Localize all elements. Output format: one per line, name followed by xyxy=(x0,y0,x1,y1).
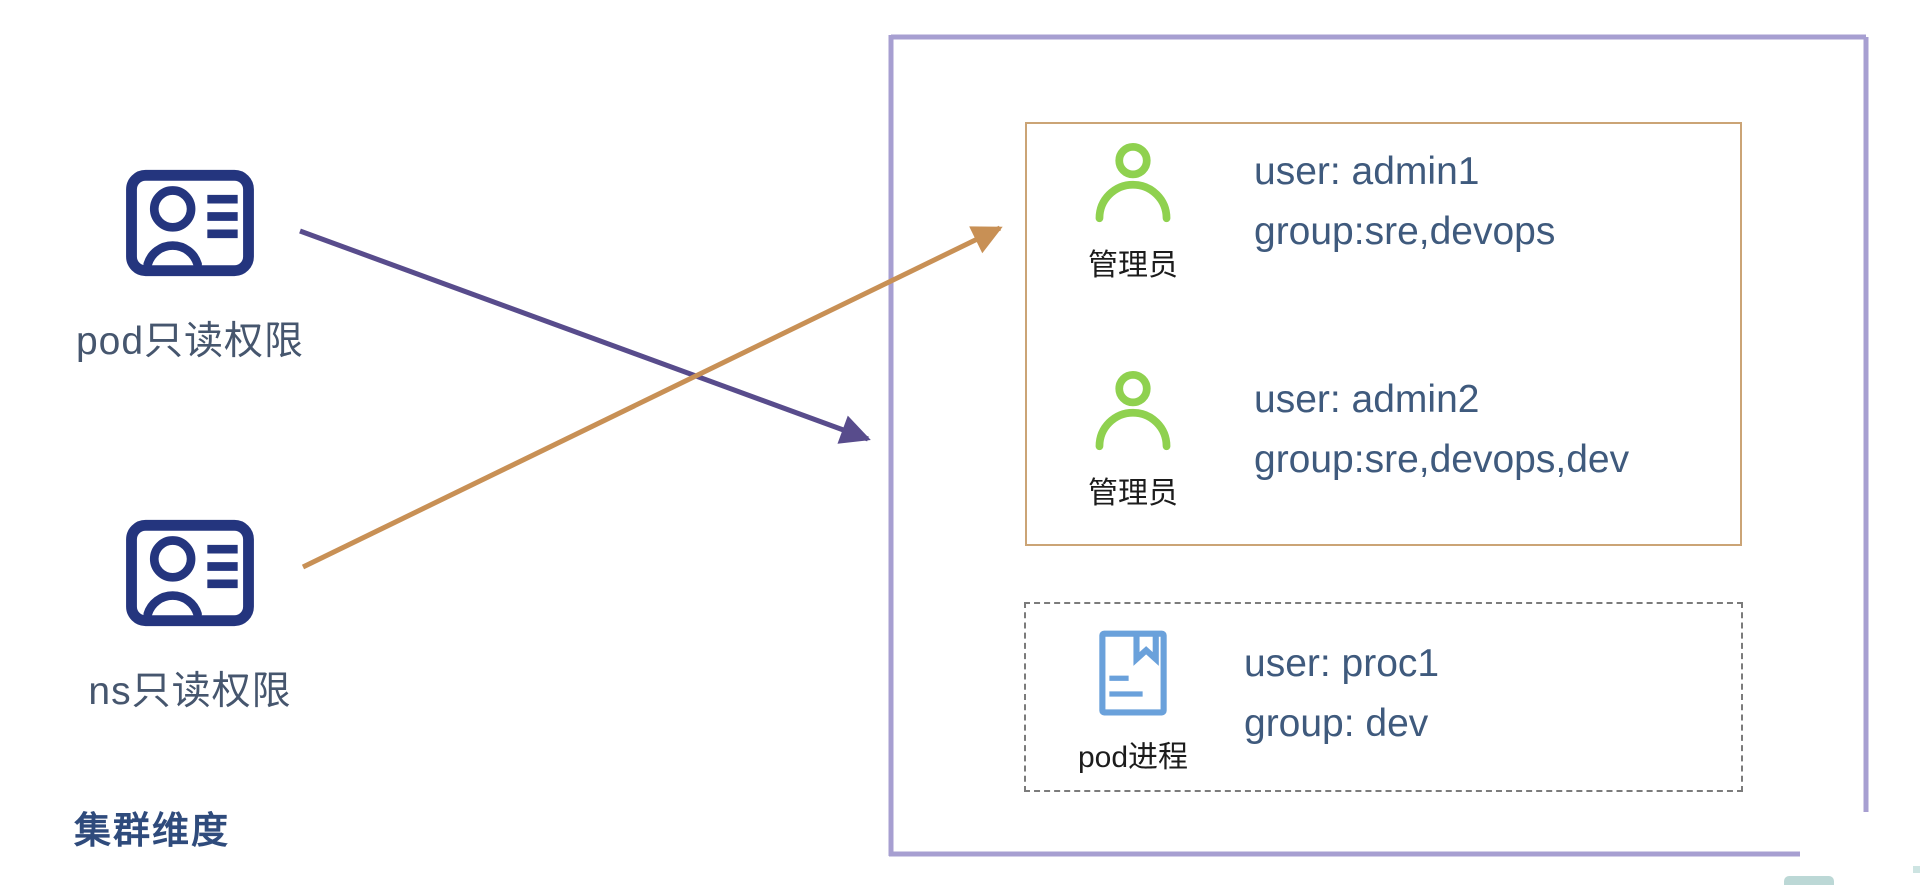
cluster-dimension-title: 集群维度 xyxy=(74,810,230,851)
admin2-user-line: user: admin2 xyxy=(1254,378,1480,421)
admin-role-label: 管理员 xyxy=(1088,249,1178,282)
ns-readonly-permission-card: ns只读权限 xyxy=(35,518,345,716)
id-card-icon xyxy=(126,519,254,627)
admin2-row: 管理员 user: admin2 group:sre,devops,dev xyxy=(1058,368,1629,512)
proc1-group-line: group: dev xyxy=(1244,701,1429,745)
proc1-details: user: proc1 group: dev xyxy=(1244,628,1439,753)
cropped-teal-shape xyxy=(1913,866,1920,873)
admin1-user-line: user: admin1 xyxy=(1254,150,1480,193)
ns-readonly-label: ns只读权限 xyxy=(88,670,292,713)
admin2-details: user: admin2 group:sre,devops,dev xyxy=(1254,368,1629,489)
admin2-group-line: group:sre,devops,dev xyxy=(1254,437,1630,481)
pod-readonly-permission-card: pod只读权限 xyxy=(35,168,345,366)
person-icon xyxy=(1095,143,1171,223)
id-card-icon xyxy=(126,169,254,277)
admin1-row: 管理员 user: admin1 group:sre,devops xyxy=(1058,140,1555,284)
pod-readonly-label: pod只读权限 xyxy=(75,320,305,363)
process-book-icon xyxy=(1099,630,1167,716)
proc1-user-line: user: proc1 xyxy=(1244,642,1440,685)
pod-process-label: pod进程 xyxy=(1077,741,1189,774)
admin1-group-line: group:sre,devops xyxy=(1254,209,1556,253)
arrow-ns-readonly xyxy=(301,225,1003,570)
person-icon xyxy=(1095,371,1171,451)
admin1-details: user: admin1 group:sre,devops xyxy=(1254,140,1555,261)
admin-role-label: 管理员 xyxy=(1088,477,1178,510)
cropped-teal-shape xyxy=(1784,876,1834,885)
pod-process-row: pod进程 user: proc1 group: dev xyxy=(1062,628,1439,776)
admin-users-box xyxy=(1025,122,1742,546)
arrow-pod-readonly xyxy=(299,228,871,444)
